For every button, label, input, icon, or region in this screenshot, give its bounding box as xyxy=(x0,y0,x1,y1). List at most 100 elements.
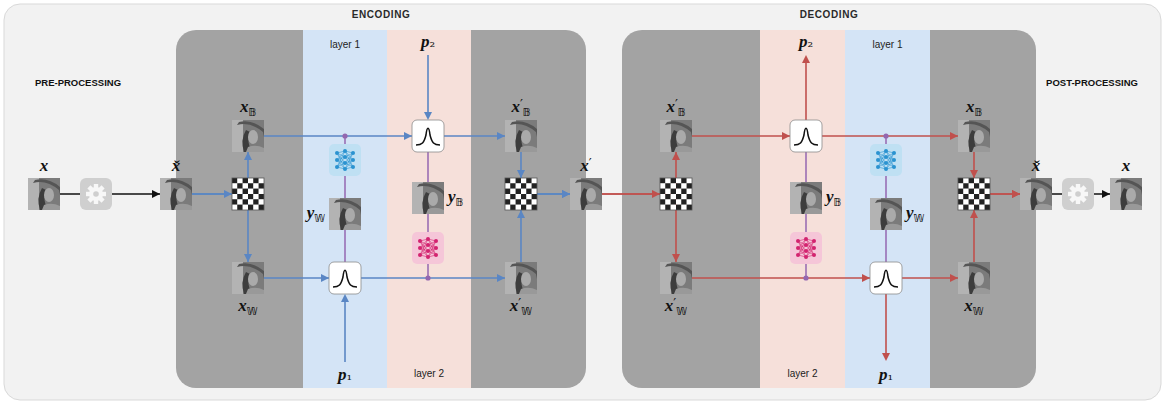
math-label: x′𝕎 xyxy=(510,297,532,317)
parameter-arrow xyxy=(805,57,807,120)
stage-panel-fill xyxy=(176,30,586,388)
panel-heading: DECODING xyxy=(800,9,859,21)
parameter-label: p₁ xyxy=(879,366,893,385)
thumbnail-picture xyxy=(505,120,537,152)
parameter-label: p₂ xyxy=(799,33,813,52)
filter-symbol xyxy=(329,262,361,294)
parameter-label: p₂ xyxy=(421,33,435,52)
arrow-head xyxy=(970,210,978,218)
arrow-head xyxy=(404,132,412,140)
thumbnail-picture xyxy=(232,120,264,152)
thumbnail-picture xyxy=(958,262,990,294)
flow-arrow xyxy=(974,152,1020,194)
arrow-head xyxy=(224,190,232,198)
flow-arrow xyxy=(602,194,676,262)
image-node: y𝕎 xyxy=(870,198,902,230)
arrow-head xyxy=(517,170,525,178)
network-symbol xyxy=(790,232,822,264)
layer-label: layer 1 xyxy=(330,39,360,51)
thumbnail-picture xyxy=(790,182,822,214)
image-node: x′𝕎 xyxy=(505,262,537,294)
arrow-head xyxy=(652,190,660,198)
layer-band: layer 2 y𝔹 xyxy=(760,30,845,388)
arrow-head xyxy=(782,132,790,140)
arrow-head xyxy=(862,274,870,282)
network-symbol xyxy=(412,232,444,264)
image-node: x′𝔹 xyxy=(660,120,692,152)
layer-label: layer 2 xyxy=(787,368,817,380)
filter-symbol xyxy=(412,120,444,152)
arrow-head xyxy=(802,55,810,63)
stage-panel: ENCODINGlayer 1y𝕎layer 2y𝔹x𝔹x𝕎x′𝔹x′𝕎 xyxy=(176,30,586,388)
network-symbol xyxy=(329,144,361,176)
math-label: y𝔹 xyxy=(826,188,841,208)
flow-arrow xyxy=(692,135,958,137)
layer-band-fill xyxy=(387,30,471,388)
image-node: x𝕎 xyxy=(232,262,264,294)
image-node: x′𝕎 xyxy=(660,262,692,294)
flow-arrow xyxy=(602,152,676,194)
math-label: y𝕎 xyxy=(307,204,325,224)
thumbnail-picture xyxy=(329,198,361,230)
image-node: x𝔹 xyxy=(232,120,264,152)
layer-label: layer 2 xyxy=(414,368,444,380)
image-node: x̌ xyxy=(1020,178,1052,210)
layer-label: layer 1 xyxy=(872,39,902,51)
junction-dot xyxy=(803,275,808,280)
arrow-head xyxy=(341,294,349,302)
thumbnail-picture xyxy=(870,198,902,230)
math-label: x xyxy=(40,157,49,176)
network-symbol xyxy=(870,144,902,176)
filter-symbol xyxy=(790,120,822,152)
junction-dot xyxy=(342,133,347,138)
checkerboard-symbol xyxy=(505,178,537,210)
image-node: y𝔹 xyxy=(412,182,444,214)
parameter-arrow xyxy=(344,296,346,362)
arrow-head xyxy=(321,274,329,282)
math-label: x̌ xyxy=(172,157,181,176)
thumbnail-picture xyxy=(160,178,192,210)
arrow-head xyxy=(424,112,432,120)
thumbnail-picture xyxy=(660,120,692,152)
flow-arrow xyxy=(192,152,248,194)
thumbnail-picture xyxy=(660,262,692,294)
arrow-head xyxy=(970,170,978,178)
image-node: x𝔹 xyxy=(958,120,990,152)
image-node: x xyxy=(1110,178,1142,210)
parameter-arrow xyxy=(885,294,887,359)
math-label: y𝔹 xyxy=(448,188,463,208)
flow-arrow xyxy=(264,277,505,279)
math-label: x̌ xyxy=(1032,157,1041,176)
thumbnail-picture xyxy=(1020,178,1052,210)
thumbnail-picture xyxy=(958,120,990,152)
panel-heading: ENCODING xyxy=(352,9,411,21)
checkerboard-symbol xyxy=(232,178,264,210)
layer-band: layer 1 y𝕎 xyxy=(845,30,930,388)
stage-panel: DECODINGlayer 2y𝔹layer 1y𝕎x′𝔹x′𝕎x𝔹x𝕎 xyxy=(622,30,1036,388)
image-node: x′ xyxy=(570,178,602,210)
flow-arrow xyxy=(974,194,1020,262)
flow-arrow xyxy=(692,277,958,279)
junction-dot xyxy=(425,275,430,280)
gear-symbol xyxy=(1062,178,1094,210)
gear-symbol xyxy=(80,178,112,210)
math-label: x𝔹 xyxy=(240,98,256,118)
math-label: x xyxy=(1122,157,1131,176)
checkerboard-symbol xyxy=(958,178,990,210)
outer-frame xyxy=(4,4,1161,400)
image-node: y𝕎 xyxy=(329,198,361,230)
math-label: x𝕎 xyxy=(964,297,983,317)
math-label: x𝔹 xyxy=(966,98,982,118)
image-node: x′𝔹 xyxy=(505,120,537,152)
junction-dot xyxy=(883,133,888,138)
image-node: x xyxy=(28,178,60,210)
checkerboard-symbol xyxy=(660,178,692,210)
math-label: x′𝕎 xyxy=(665,297,687,317)
layer-band-fill xyxy=(303,30,387,388)
parameter-arrow xyxy=(427,55,429,118)
image-node: x̌ xyxy=(160,178,192,210)
layer-band-fill xyxy=(845,30,930,388)
arrow-head xyxy=(882,353,890,361)
math-label: x𝕎 xyxy=(238,297,257,317)
